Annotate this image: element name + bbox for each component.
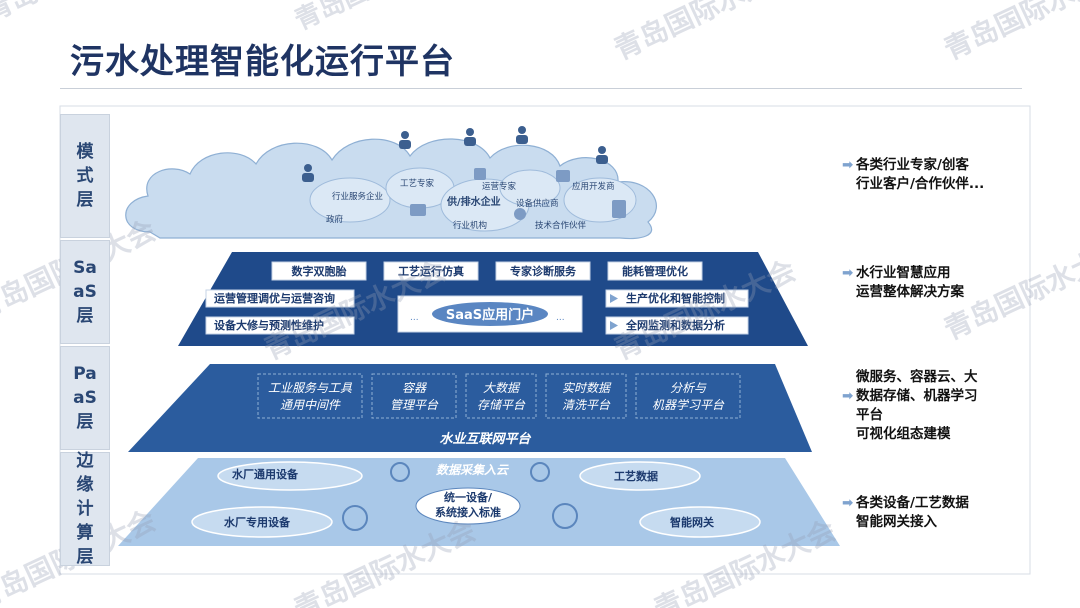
model-node-label: 行业机构	[453, 220, 487, 231]
desc-line: 各类设备/工艺数据	[856, 495, 969, 511]
layer-tab-label: PaaS层	[73, 364, 97, 432]
desc-arrow-icon: ➡	[842, 265, 854, 281]
watermark-text: 青岛国际水大会	[290, 0, 468, 36]
desc-paas-layer: 微服务、容器云、大 ➡数据存储、机器学习 平台 可视化组态建模	[842, 368, 978, 444]
saas-portal-pill	[432, 302, 548, 326]
layer-tab-label: SaaS层	[73, 258, 97, 326]
desc-line: 各类行业专家/创客	[856, 157, 969, 173]
desc-edge-layer: ➡各类设备/工艺数据 智能网关接入	[842, 494, 969, 532]
paas-item-line1: 分析与	[670, 381, 707, 395]
paas-item-line1: 大数据	[483, 381, 521, 395]
desc-arrow-icon: ➡	[842, 157, 854, 173]
model-node-label: 技术合作伙伴	[535, 220, 587, 231]
paas-item-line2: 管理平台	[390, 398, 439, 412]
desc-arrow-icon: ➡	[842, 495, 854, 511]
desc-line: 平台	[856, 407, 883, 423]
model-node-label: 应用开发商	[572, 181, 615, 192]
model-node-label: 工艺专家	[400, 178, 435, 189]
desc-line: 运营整体解决方案	[856, 284, 964, 300]
model-node-label: 行业服务企业	[332, 191, 383, 202]
saas-top-boxes	[271, 261, 703, 281]
model-layer-nodes: 行业服务企业 工艺专家 运营专家 应用开发商 供/排水企业 设备供应商 政府 行…	[326, 178, 615, 231]
saas-box-label: 设备大修与预测性维护	[214, 318, 324, 332]
edge-label: 智能网关	[670, 515, 714, 529]
watermark-text: 青岛国际水大会	[939, 0, 1080, 66]
edge-center-line2: 系统接入标准	[435, 505, 501, 519]
saas-box-label: 运营管理调优与运营咨询	[214, 291, 335, 305]
saas-portal-dots-left: ...	[410, 313, 419, 323]
paas-item-line1: 容器	[402, 381, 427, 395]
desc-line: 数据存储、机器学习	[856, 388, 978, 404]
layer-tab-model: 模式层	[60, 114, 110, 238]
edge-center-line1: 统一设备/	[444, 490, 493, 504]
saas-portal-dots-right: ...	[556, 313, 565, 323]
saas-box-label: 数字双胞胎	[292, 264, 347, 278]
edge-ellipses	[191, 461, 761, 538]
layer-tab-label: 边缘计算层	[76, 451, 94, 567]
paas-platform-label: 水业互联网平台	[439, 431, 531, 447]
layer-tab-saas: SaaS层	[60, 240, 110, 344]
desc-model-layer: ➡各类行业专家/创客 行业客户/合作伙伴...	[842, 156, 984, 194]
desc-line: 行业客户/合作伙伴...	[856, 176, 985, 192]
paas-item-boxes	[257, 373, 741, 419]
paas-layer-band	[128, 364, 812, 452]
edge-center-box	[415, 487, 521, 525]
edge-device-icons	[342, 462, 578, 531]
desc-arrow-icon: ➡	[842, 388, 854, 404]
layer-tab-paas: PaaS层	[60, 346, 110, 450]
edge-center-title: 数据采集入云	[436, 463, 510, 477]
watermark-text: 青岛国际水大会	[609, 0, 801, 66]
edge-label: 工艺数据	[614, 469, 658, 483]
desc-line: 智能网关接入	[856, 514, 937, 530]
saas-box-label: 全网监测和数据分析	[625, 318, 725, 332]
model-node-label: 设备供应商	[516, 198, 559, 209]
watermark-text: 青岛国际水大会	[0, 0, 171, 28]
layer-tab-edge: 边缘计算层	[60, 451, 110, 567]
paas-item-line1: 实时数据	[562, 381, 612, 395]
desc-saas-layer: ➡水行业智慧应用 运营整体解决方案	[842, 264, 964, 302]
desc-line: 可视化组态建模	[856, 426, 951, 442]
layer-tab-label: 模式层	[76, 142, 94, 210]
saas-box-label: 专家诊断服务	[510, 264, 577, 278]
saas-portal-label: SaaS应用门户	[446, 307, 534, 323]
paas-item-line2: 机器学习平台	[652, 398, 725, 412]
page-title: 污水处理智能化运行平台	[70, 42, 455, 82]
model-node-label: 政府	[326, 214, 344, 225]
model-node-label: 运营专家	[482, 181, 517, 192]
saas-box-label: 能耗管理优化	[622, 264, 688, 278]
edge-label: 水厂专用设备	[224, 515, 291, 529]
model-layer-cloud	[125, 126, 657, 240]
desc-line: 微服务、容器云、大	[856, 369, 978, 385]
saas-box-label: 工艺运行仿真	[398, 264, 464, 278]
paas-item-line2: 通用中间件	[280, 398, 341, 412]
desc-line: 水行业智慧应用	[856, 265, 951, 281]
title-divider	[60, 88, 1022, 89]
edge-label: 水厂通用设备	[232, 467, 299, 481]
model-node-label: 供/排水企业	[446, 195, 501, 208]
paas-item-line2: 存储平台	[477, 398, 526, 412]
saas-box-label: 生产优化和智能控制	[626, 291, 725, 305]
paas-item-line2: 清洗平台	[562, 398, 611, 412]
paas-item-line1: 工业服务与工具	[268, 381, 353, 395]
